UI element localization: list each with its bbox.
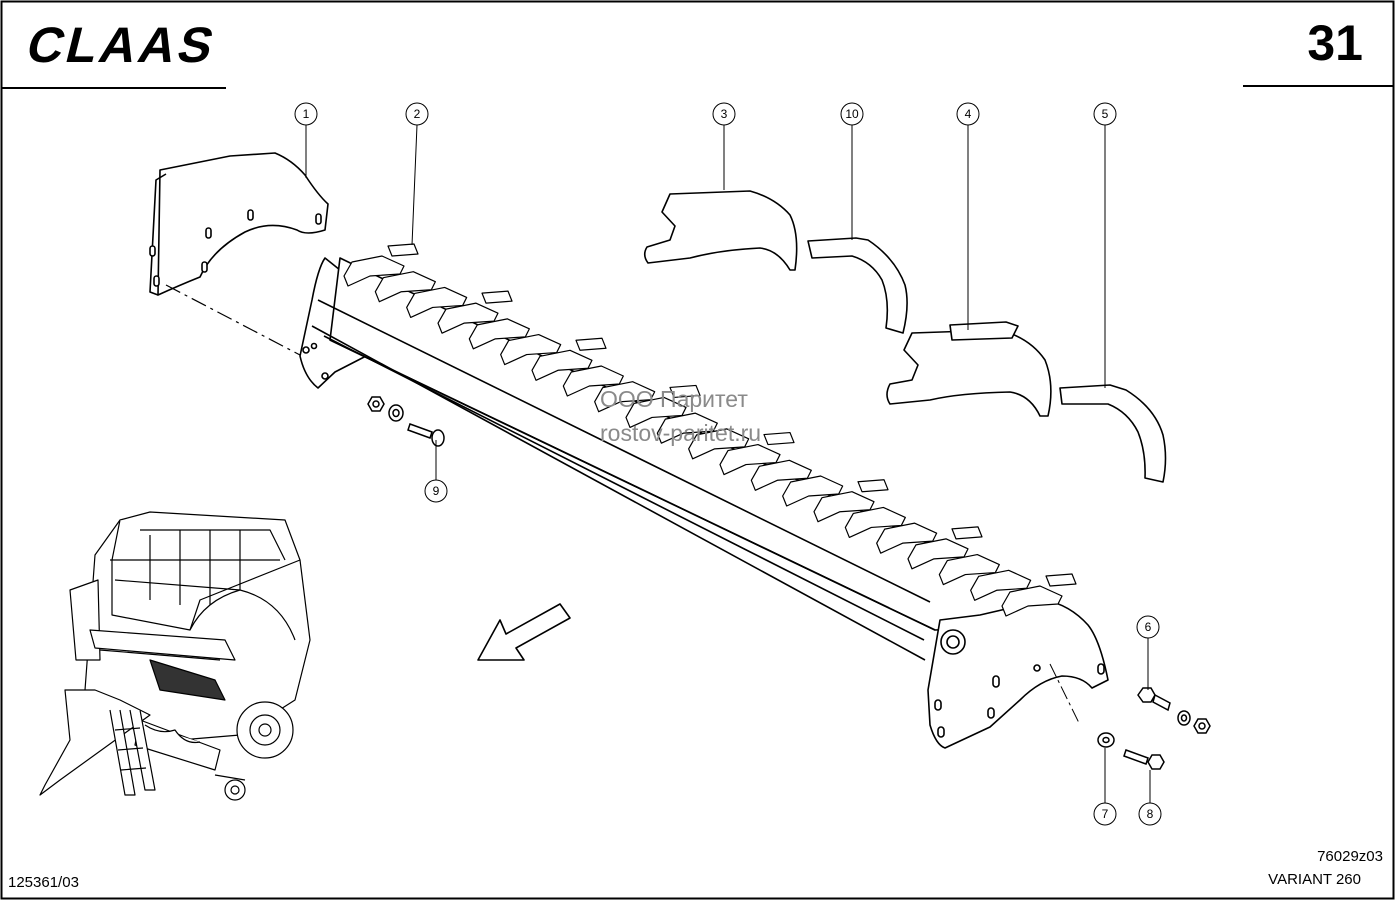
tine-plate xyxy=(437,302,499,334)
callout-10-label: 10 xyxy=(845,107,859,121)
callout-3: 3 xyxy=(712,102,736,126)
part-3-tine-bracket xyxy=(643,190,798,271)
watermark-company: ООО Паритет xyxy=(600,386,748,412)
tine-top-plate xyxy=(481,290,513,304)
callout-10: 10 xyxy=(840,102,864,126)
callout-6-label: 6 xyxy=(1145,620,1152,634)
part-10-strip xyxy=(807,237,908,334)
part-1-side-plate xyxy=(149,152,329,356)
tine-top-plate xyxy=(575,337,607,351)
callout-1-label: 1 xyxy=(303,107,310,121)
svg-text:CLAAS: CLAAS xyxy=(21,17,222,73)
callout-5: 5 xyxy=(1093,102,1117,126)
callout-4: 4 xyxy=(956,102,980,126)
callout-6: 6 xyxy=(1136,615,1160,639)
callout-2: 2 xyxy=(405,102,429,126)
part-5-strip xyxy=(1059,384,1167,483)
tine-plate xyxy=(719,443,781,476)
document-number: 125361/03 xyxy=(8,874,79,891)
tine-top-plate xyxy=(763,431,795,446)
part-4-tine-bracket xyxy=(886,321,1052,417)
tine-plate xyxy=(468,318,530,350)
tine-top-plate xyxy=(387,243,419,257)
tine-top-plate xyxy=(951,526,983,540)
tine-top-plate xyxy=(857,479,889,493)
part-2-main-beam xyxy=(299,243,1109,749)
tine-top-plate xyxy=(1045,573,1077,587)
fastener-left-group xyxy=(367,396,445,447)
tine-plate xyxy=(750,459,812,491)
callout-7-label: 7 xyxy=(1102,807,1109,821)
tine-plate xyxy=(1001,585,1063,617)
model-name: VARIANT 260 xyxy=(1268,871,1361,888)
tine-plate xyxy=(813,491,875,523)
tine-plate xyxy=(844,506,906,539)
watermark: ООО Паритет rostov-paritet.ru xyxy=(600,382,761,450)
page-number: 31 xyxy=(1307,15,1363,71)
callout-4-label: 4 xyxy=(965,107,972,121)
callout-9-label: 9 xyxy=(433,484,440,498)
callout-leaders xyxy=(305,124,1151,803)
callout-8-label: 8 xyxy=(1147,807,1154,821)
callout-5-label: 5 xyxy=(1102,107,1109,121)
tine-plate xyxy=(656,412,718,444)
callout-8: 8 xyxy=(1138,802,1162,826)
tine-plate xyxy=(406,286,468,319)
watermark-website: rostov-paritet.ru xyxy=(600,420,762,446)
tine-plate xyxy=(500,333,562,366)
tine-plate xyxy=(782,475,844,507)
callout-3-label: 3 xyxy=(721,107,728,121)
tine-top-plate xyxy=(669,384,701,399)
callout-9: 9 xyxy=(424,479,448,503)
tine-plate xyxy=(531,349,593,381)
baler-overview-illustration xyxy=(39,511,311,801)
claas-logo: CLAAS xyxy=(21,17,222,73)
callout-1: 1 xyxy=(294,102,318,126)
tine-plate xyxy=(907,538,969,570)
callout-7: 7 xyxy=(1093,802,1117,826)
tine-plate xyxy=(688,428,750,460)
direction-arrow xyxy=(477,603,571,661)
tine-plate xyxy=(938,553,1000,586)
tine-plate xyxy=(625,396,687,429)
tine-plate xyxy=(594,381,656,413)
tine-plate xyxy=(562,365,624,397)
callout-2-label: 2 xyxy=(414,107,421,121)
fastener-right-group xyxy=(1049,663,1211,770)
drawing-code: 76029z03 xyxy=(1317,848,1383,865)
tine-plate xyxy=(970,569,1032,601)
tine-plate xyxy=(876,522,938,554)
tine-plate xyxy=(374,271,436,303)
tine-plate xyxy=(343,255,405,287)
